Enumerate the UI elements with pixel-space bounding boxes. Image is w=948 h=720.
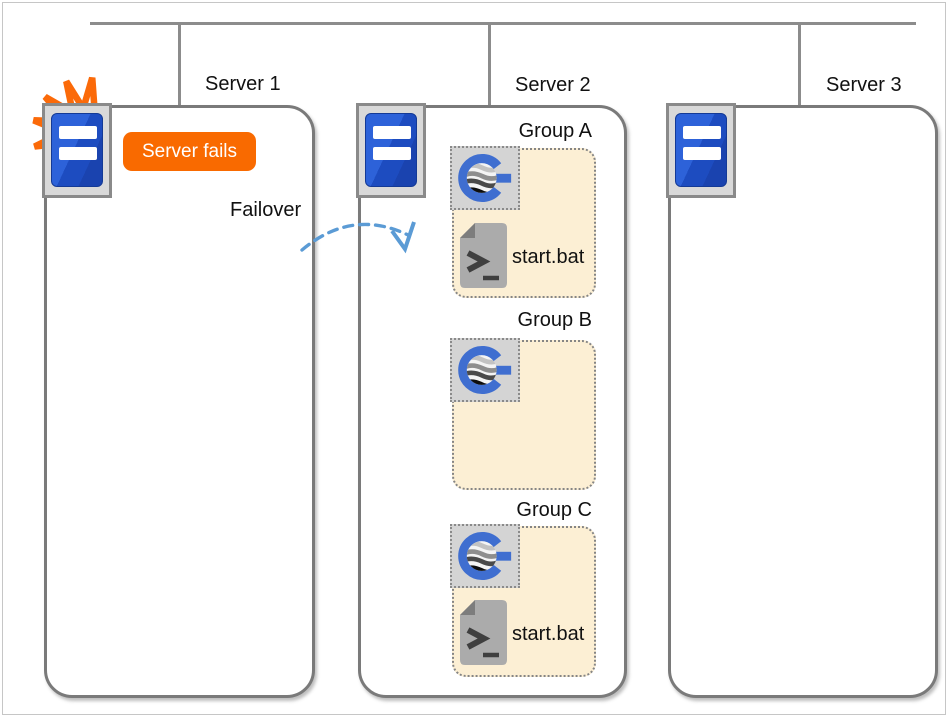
network-bus-line [90,22,916,25]
group-b-label: Group B [517,309,592,331]
server-tower-icon [42,103,112,198]
failover-arrow-icon [300,221,416,254]
server3-box [668,105,938,698]
failover-label: Failover [230,199,302,221]
server1-label: Server 1 [205,73,281,95]
server-tower-icon [666,103,736,198]
group-a-label: Group A [518,120,592,142]
server1-drop-line [178,22,181,105]
group-a-script-label: start.bat [512,246,585,268]
g-app-icon [450,146,520,210]
group-c-script-label: start.bat [512,623,585,645]
server3-label: Server 3 [826,74,902,96]
group-c-label: Group C [516,499,592,521]
batch-terminal-file-icon [460,223,507,288]
batch-terminal-file-icon [460,600,507,665]
server3-drop-line [798,22,801,105]
server1-box [44,105,315,698]
g-app-icon [450,524,520,588]
server2-label: Server 2 [515,74,591,96]
server2-drop-line [488,22,491,105]
g-app-icon [450,338,520,402]
server-fails-badge: Server fails [123,132,256,171]
server-tower-icon [356,103,426,198]
